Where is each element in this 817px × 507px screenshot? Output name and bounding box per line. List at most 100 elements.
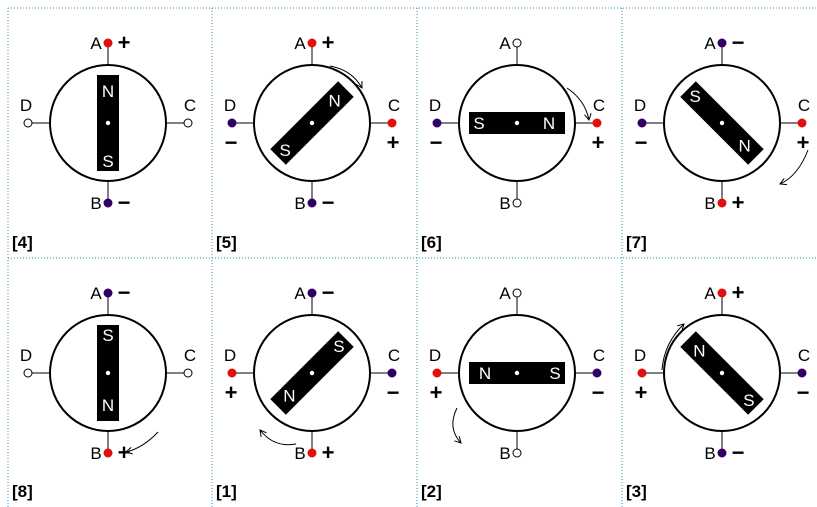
- north-pole-label: N: [738, 137, 750, 156]
- step-label: [1]: [216, 482, 237, 501]
- north-pole-label: N: [479, 364, 491, 383]
- terminal-label-a: A: [90, 284, 102, 303]
- terminal-dot-c: [592, 368, 602, 378]
- step-label: [7]: [626, 233, 647, 252]
- rotor-magnet: NS: [97, 75, 119, 171]
- step-label: [6]: [421, 233, 442, 252]
- minus-sign: −: [732, 30, 745, 55]
- rotor-axis-dot: [309, 370, 315, 376]
- plus-sign: +: [797, 130, 810, 155]
- terminal-label-b: B: [704, 194, 715, 213]
- step-label: [3]: [626, 482, 647, 501]
- north-pole-label: N: [543, 114, 555, 133]
- terminal-label-a: A: [704, 284, 716, 303]
- terminal-dot-b: [103, 198, 113, 208]
- terminal-label-d: D: [224, 96, 236, 115]
- terminal-label-d: D: [429, 346, 441, 365]
- minus-sign: −: [322, 190, 335, 215]
- terminal-dot-d: [432, 368, 442, 378]
- terminal-dot-d: [23, 118, 33, 128]
- south-pole-label: S: [549, 364, 560, 383]
- north-pole-label: N: [693, 341, 705, 360]
- terminal-dot-a: [512, 288, 522, 298]
- south-pole-label: S: [102, 326, 113, 345]
- terminal-dot-a: [307, 288, 317, 298]
- rotation-arrow-icon: [452, 407, 462, 444]
- step-label: [5]: [216, 233, 237, 252]
- rotor-magnet: NS: [270, 81, 354, 165]
- south-pole-label: S: [333, 337, 344, 356]
- rotor-magnet: NS: [97, 325, 119, 421]
- rotor-axis-dot: [105, 370, 111, 376]
- plus-sign: +: [118, 440, 131, 465]
- rotor-magnet: NS: [680, 331, 764, 415]
- step-label: [2]: [421, 482, 442, 501]
- north-pole-label: N: [102, 82, 114, 101]
- plus-sign: +: [592, 130, 605, 155]
- minus-sign: −: [118, 190, 131, 215]
- arrowhead-icon: [677, 323, 685, 331]
- terminal-label-c: C: [593, 346, 605, 365]
- rotor-magnet: NS: [680, 81, 764, 165]
- terminal-dot-d: [637, 118, 647, 128]
- rotor-axis-dot: [514, 120, 520, 126]
- rotation-arrow-icon: [259, 429, 297, 446]
- plus-sign: +: [430, 380, 443, 405]
- terminal-dot-b: [512, 198, 522, 208]
- terminal-label-a: A: [294, 34, 306, 53]
- plus-sign: +: [118, 30, 131, 55]
- plus-sign: +: [387, 130, 400, 155]
- terminal-label-a: A: [499, 34, 511, 53]
- terminal-label-c: C: [184, 96, 196, 115]
- rotation-arrow-icon: [566, 87, 590, 121]
- terminal-label-a: A: [499, 284, 511, 303]
- south-pole-label: S: [279, 141, 290, 160]
- rotor-magnet: NS: [270, 331, 354, 415]
- terminal-dot-c: [592, 118, 602, 128]
- minus-sign: −: [592, 380, 605, 405]
- south-pole-label: S: [689, 87, 700, 106]
- plus-sign: +: [322, 30, 335, 55]
- terminal-label-a: A: [294, 284, 306, 303]
- terminal-dot-b: [307, 448, 317, 458]
- minus-sign: −: [430, 130, 443, 155]
- minus-sign: −: [118, 280, 131, 305]
- terminal-dot-b: [103, 448, 113, 458]
- step-label: [4]: [12, 233, 33, 252]
- terminal-dot-c: [387, 368, 397, 378]
- step-diagram: ABC+D−NS[6]: [421, 34, 605, 252]
- minus-sign: −: [322, 280, 335, 305]
- terminal-label-a: A: [90, 34, 102, 53]
- terminal-dot-a: [103, 38, 113, 48]
- minus-sign: −: [732, 440, 745, 465]
- terminal-label-d: D: [20, 96, 32, 115]
- terminal-dot-c: [183, 368, 193, 378]
- terminal-dot-b: [717, 198, 727, 208]
- plus-sign: +: [225, 380, 238, 405]
- north-pole-label: N: [328, 91, 340, 110]
- terminal-dot-d: [227, 118, 237, 128]
- terminal-dot-a: [717, 288, 727, 298]
- terminal-dot-b: [512, 448, 522, 458]
- rotor-axis-dot: [514, 370, 520, 376]
- step-diagram: A+B−C+D−NS[5]: [216, 30, 400, 252]
- terminal-label-b: B: [294, 194, 305, 213]
- rotation-arrow-icon: [125, 431, 159, 453]
- terminal-label-d: D: [634, 96, 646, 115]
- plus-sign: +: [635, 380, 648, 405]
- north-pole-label: N: [102, 396, 114, 415]
- step-label: [8]: [12, 482, 33, 501]
- terminal-label-c: C: [593, 96, 605, 115]
- terminal-label-d: D: [634, 346, 646, 365]
- terminal-dot-a: [103, 288, 113, 298]
- arrowhead-icon: [124, 446, 133, 455]
